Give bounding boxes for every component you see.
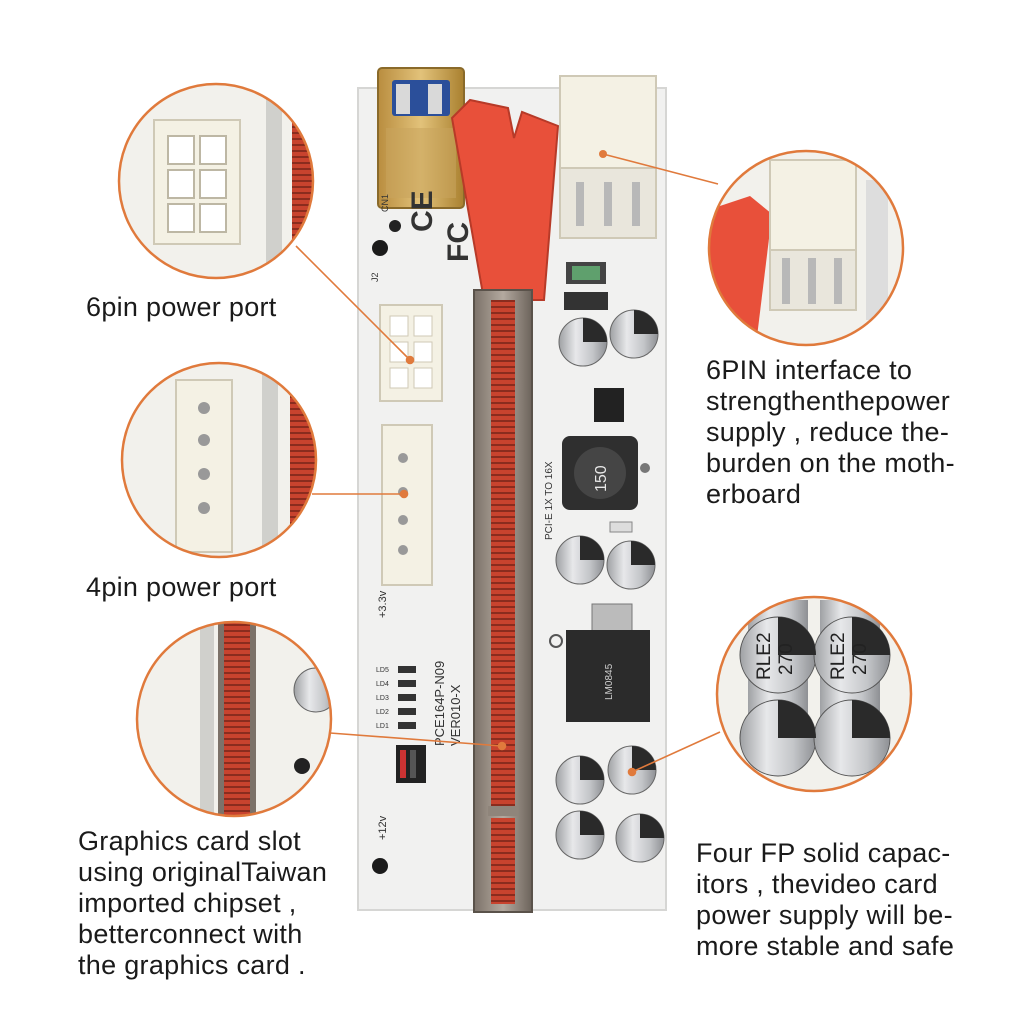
svg-text:RLE2: RLE2: [828, 632, 849, 680]
callout-line: more stable and safe: [696, 931, 955, 961]
callout-line: 6PIN interface to: [706, 355, 913, 385]
callout-line: supply , reduce the-: [706, 417, 950, 447]
svg-text:LD1: LD1: [376, 723, 389, 730]
four-pin-port-board: [381, 424, 433, 586]
svg-text:LM0845: LM0845: [604, 663, 615, 700]
led-array: LD5 LD4 LD3 LD2 LD1: [376, 666, 426, 783]
callout-line: strengthenthepower: [706, 386, 951, 416]
callout-line-capacitors: [631, 731, 721, 773]
svg-text:LD3: LD3: [376, 695, 389, 702]
board-capacitors: [555, 309, 665, 863]
mounting-hole: [549, 634, 563, 648]
pcie-x16-slot: [450, 98, 560, 913]
svg-text:270: 270: [850, 643, 871, 675]
callout-line: 6pin power port: [86, 292, 277, 322]
callout-lines: [295, 153, 721, 777]
four-pin-callout: 4pin power port: [86, 572, 277, 603]
zoom-capacitors: RLE2 270 RLE2 270: [715, 595, 913, 793]
callout-line-six-pin: [295, 245, 411, 361]
model-line1: PCE164P-N09: [432, 661, 447, 746]
zoom-graphics-slot: [135, 620, 333, 818]
callout-line: itors , thevideo card: [696, 869, 938, 899]
fc-mark: FC: [442, 222, 475, 262]
svg-text:LD5: LD5: [376, 667, 389, 674]
callout-line: Four FP solid capac-: [696, 838, 951, 868]
pcie-text: PCI-E 1X TO 16X: [544, 461, 555, 540]
six-pin-callout: 6pin power port: [86, 292, 277, 323]
cn1-label: CN1: [380, 194, 390, 212]
callout-line: betterconnect with: [78, 919, 303, 949]
callout-line: erboard: [706, 479, 802, 509]
zoom-four-pin-port: [120, 361, 318, 559]
callout-line: burden on the moth-: [706, 448, 955, 478]
zoom-six-pin-interface: [707, 149, 905, 347]
svg-text:270: 270: [776, 643, 797, 675]
mounting-hole: [372, 858, 388, 874]
voltage-regulator: LM0845: [566, 603, 650, 722]
slot-callout: Graphics card slot using originalTaiwan …: [78, 826, 327, 981]
model-line2: VER010-X: [448, 684, 463, 746]
j2-label: J2: [370, 272, 380, 282]
usb3-port: [377, 67, 465, 209]
voltage-33-label: +3.3v: [377, 590, 389, 618]
ic-chip: [594, 388, 624, 422]
callout-line: using originalTaiwan: [78, 857, 328, 887]
callout-line-slot: [329, 732, 503, 747]
mounting-hole: [372, 240, 388, 256]
six-pin-interface-callout: 6PIN interface to strengthenthepower sup…: [706, 355, 955, 510]
callout-line-six-pin-interface: [602, 153, 719, 185]
voltage-12-label: +12v: [377, 815, 389, 840]
certification-marks: CE: [406, 190, 439, 232]
six-pin-port-board: [379, 304, 443, 402]
svg-text:LD4: LD4: [376, 681, 389, 688]
callout-line: 4pin power port: [86, 572, 277, 602]
svg-text:LD2: LD2: [376, 709, 389, 716]
capacitors-callout: Four FP solid capac- itors , thevideo ca…: [696, 838, 954, 962]
svg-text:150: 150: [593, 465, 610, 492]
zoom-six-pin-port: [117, 82, 315, 280]
ce-mark: CE: [406, 190, 439, 232]
callout-line: Graphics card slot: [78, 826, 301, 856]
callout-line: power supply will be-: [696, 900, 953, 930]
six-pin-connector-board: [559, 75, 657, 239]
inductor: 150: [562, 436, 638, 510]
callout-line: imported chipset ,: [78, 888, 297, 918]
svg-text:RLE2: RLE2: [754, 632, 775, 680]
callout-line: the graphics card .: [78, 950, 306, 980]
